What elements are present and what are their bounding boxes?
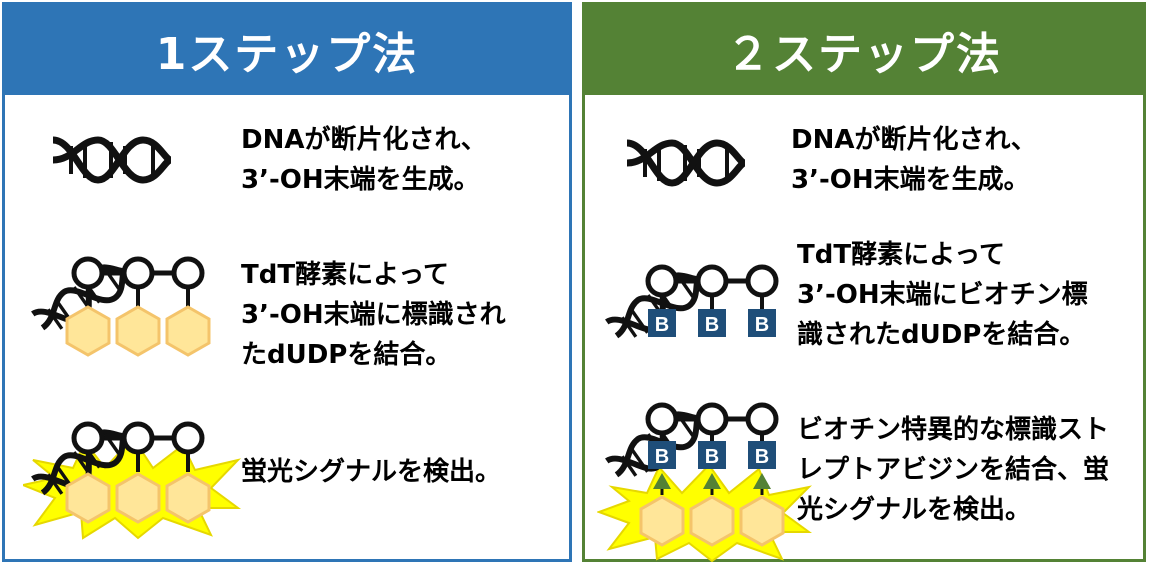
streptavidin-signal-icon: B B B <box>597 377 812 562</box>
biotin-label: B <box>755 446 769 468</box>
biotin-label: B <box>705 314 719 336</box>
biotin-label: B <box>655 446 669 468</box>
step-text-line: たdUDPを結合。 <box>241 340 452 370</box>
one-step-panel: 1ステップ法 DNAが断片化され、 3’-OH末端を生成。 TdT酵素によって … <box>2 2 572 562</box>
dna-icon <box>53 120 178 200</box>
dna-labeled-dudp-icon <box>23 225 211 357</box>
step-2-text: TdT酵素によって 3’-OH末端に標識され たdUDPを結合。 <box>241 255 506 375</box>
step-text-line: DNAが断片化され、 <box>241 125 487 155</box>
step-1-text: DNAが断片化され、 3’-OH末端を生成。 <box>241 120 487 200</box>
two-step-panel: ２ステップ法 DNAが断片化され、 3’-OH末端を生成。 B B B TdT酵… <box>582 2 1146 562</box>
step-text-line: 3’-OH末端に標識され <box>241 300 506 330</box>
step-3-text: 蛍光シグナルを検出。 <box>241 452 501 492</box>
step-text-line: 3’-OH末端を生成。 <box>241 165 480 195</box>
step-text-line: DNAが断片化され、 <box>791 125 1037 155</box>
step-3-text: ビオチン特異的な標識スト レプトアビジンを結合、蛍 光シグナルを検出。 <box>797 410 1109 530</box>
step-text-line: 光シグナルを検出。 <box>797 495 1032 525</box>
panel-title: ２ステップ法 <box>585 5 1143 95</box>
step-text-line: レプトアビジンを結合、蛍 <box>797 455 1110 485</box>
biotin-label: B <box>755 314 769 336</box>
biotin-label: B <box>705 446 719 468</box>
fluorescent-signal-icon <box>23 390 242 540</box>
step-text-line: TdT酵素によって <box>241 260 450 290</box>
step-text-line: 蛍光シグナルを検出。 <box>241 457 502 487</box>
step-1-text: DNAが断片化され、 3’-OH末端を生成。 <box>791 120 1037 200</box>
step-text-line: TdT酵素によって <box>797 240 1006 270</box>
panel-title: 1ステップ法 <box>5 5 569 95</box>
step-2-text: TdT酵素によって 3’-OH末端にビオチン標 識されたdUDPを結合。 <box>797 235 1088 355</box>
step-text-line: 3’-OH末端を生成。 <box>791 165 1030 195</box>
dna-icon <box>627 123 752 203</box>
dna-biotin-dudp-icon: B B B <box>597 233 802 348</box>
step-text-line: 3’-OH末端にビオチン標 <box>797 280 1088 310</box>
step-text-line: 識されたdUDPを結合。 <box>797 320 1086 350</box>
step-text-line: ビオチン特異的な標識スト <box>797 415 1110 445</box>
biotin-label: B <box>655 314 669 336</box>
